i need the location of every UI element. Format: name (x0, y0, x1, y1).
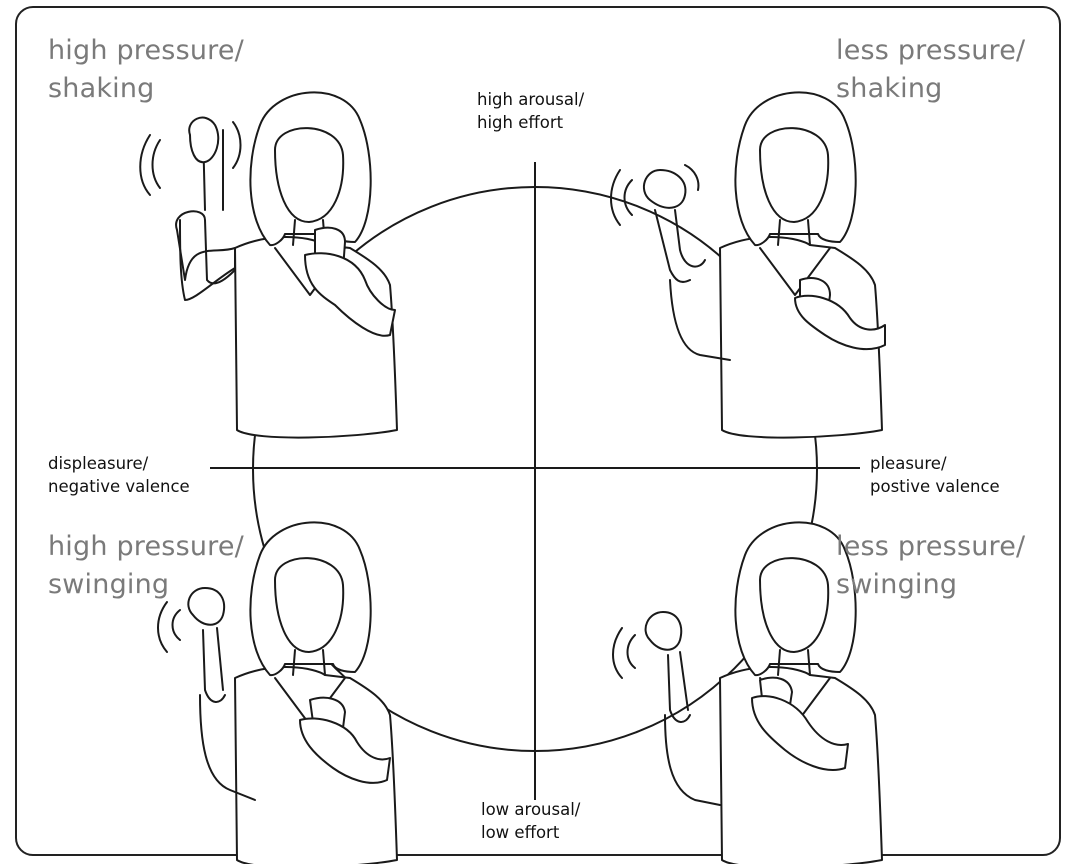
woman-figure-top-left (140, 92, 397, 437)
quadrant-label-top-left: high pressure/ shaking (48, 32, 244, 108)
quadrant-label-top-right: less pressure/ shaking (836, 32, 1025, 108)
quadrant-label-bottom-right: less pressure/ swinging (836, 528, 1025, 604)
axis-label-bottom: low arousal/ low effort (481, 798, 580, 844)
axis-label-right: pleasure/ postive valence (870, 452, 1000, 498)
axis-label-top: high arousal/ high effort (477, 88, 584, 134)
quadrant-label-bottom-left: high pressure/ swinging (48, 528, 244, 604)
axis-label-left: displeasure/ negative valence (48, 452, 190, 498)
woman-figure-top-right (611, 92, 885, 437)
